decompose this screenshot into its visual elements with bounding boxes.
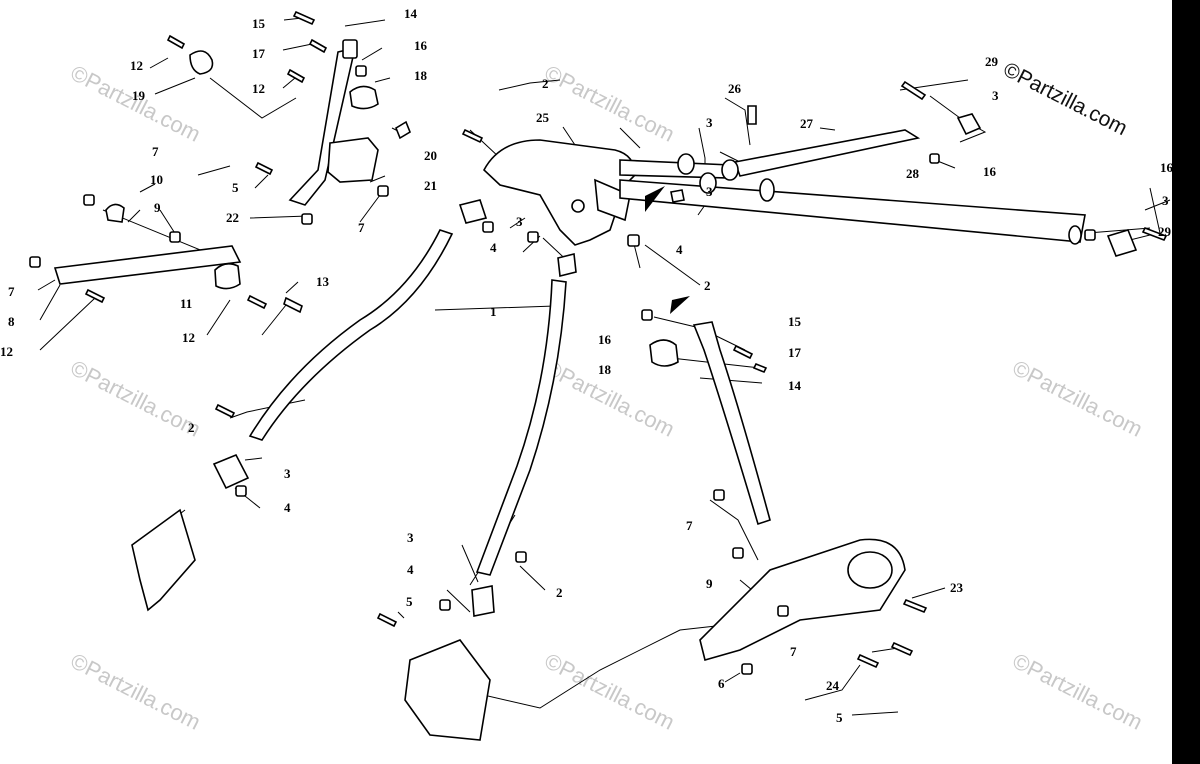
callout-3: 3	[706, 184, 713, 199]
callout-27: 27	[800, 116, 814, 131]
callout-16: 16	[598, 332, 612, 347]
callout-3: 3	[407, 530, 414, 545]
callout-3: 3	[516, 214, 523, 229]
callout-16: 16	[414, 38, 428, 53]
callout-11: 11	[180, 296, 192, 311]
callout-18: 18	[414, 68, 428, 83]
callout-26: 26	[728, 81, 742, 96]
callout-20: 20	[424, 148, 437, 163]
callout-13: 13	[316, 274, 330, 289]
callout-3: 3	[1162, 193, 1169, 208]
callout-12: 12	[182, 330, 195, 345]
callout-29: 29	[985, 54, 999, 69]
callout-1: 1	[490, 304, 497, 319]
callout-2: 2	[556, 585, 563, 600]
callout-2: 2	[704, 278, 711, 293]
callout-7: 7	[152, 144, 159, 159]
callout-3: 3	[706, 115, 713, 130]
callout-5: 5	[406, 594, 413, 609]
bracket-14-upper	[166, 10, 411, 225]
bracket-14-lower	[641, 309, 771, 526]
mounting-plates	[131, 489, 928, 741]
callout-24: 24	[826, 678, 840, 693]
tubes-27-28	[619, 80, 1168, 257]
callout-16: 16	[983, 164, 997, 179]
callout-4: 4	[284, 500, 291, 515]
callout-14: 14	[788, 378, 802, 393]
right-edge-bar	[1172, 0, 1200, 764]
callout-12: 12	[0, 344, 13, 359]
callout-5: 5	[232, 180, 239, 195]
callout-12: 12	[252, 81, 265, 96]
callout-17: 17	[788, 345, 802, 360]
callout-18: 18	[598, 362, 612, 377]
steering-post-25	[458, 128, 640, 277]
callout-7: 7	[790, 644, 797, 659]
callout-4: 4	[490, 240, 497, 255]
callout-21: 21	[424, 178, 437, 193]
callout-7: 7	[8, 284, 15, 299]
callout-8: 8	[8, 314, 15, 329]
callout-12: 12	[130, 58, 143, 73]
callout-10: 10	[150, 172, 163, 187]
callout-9: 9	[706, 576, 713, 591]
callout-17: 17	[252, 46, 266, 61]
callout-2: 2	[188, 420, 195, 435]
callout-4: 4	[407, 562, 414, 577]
callout-labels: 15 14 12 17 16 19 12 18 20 5 21 22 7 7 1…	[0, 6, 1174, 725]
callout-9: 9	[154, 200, 161, 215]
callout-15: 15	[252, 16, 266, 31]
callout-25: 25	[536, 110, 550, 125]
callout-5: 5	[836, 710, 843, 725]
callout-6: 6	[718, 676, 725, 691]
callout-14: 14	[404, 6, 418, 21]
steering-tubes-1	[212, 229, 567, 628]
direction-arrows	[645, 186, 690, 314]
callout-22: 22	[226, 210, 239, 225]
callout-16: 16	[1160, 160, 1174, 175]
callout-3: 3	[284, 466, 291, 481]
callout-15: 15	[788, 314, 802, 329]
callout-19: 19	[132, 88, 146, 103]
support-bar-8	[29, 194, 303, 314]
callout-2: 2	[542, 76, 549, 91]
callout-23: 23	[950, 580, 964, 595]
callout-29: 29	[1158, 224, 1172, 239]
callout-28: 28	[906, 166, 920, 181]
callout-3: 3	[992, 88, 999, 103]
callout-4: 4	[676, 242, 683, 257]
callout-7: 7	[358, 220, 365, 235]
callout-7: 7	[686, 518, 693, 533]
